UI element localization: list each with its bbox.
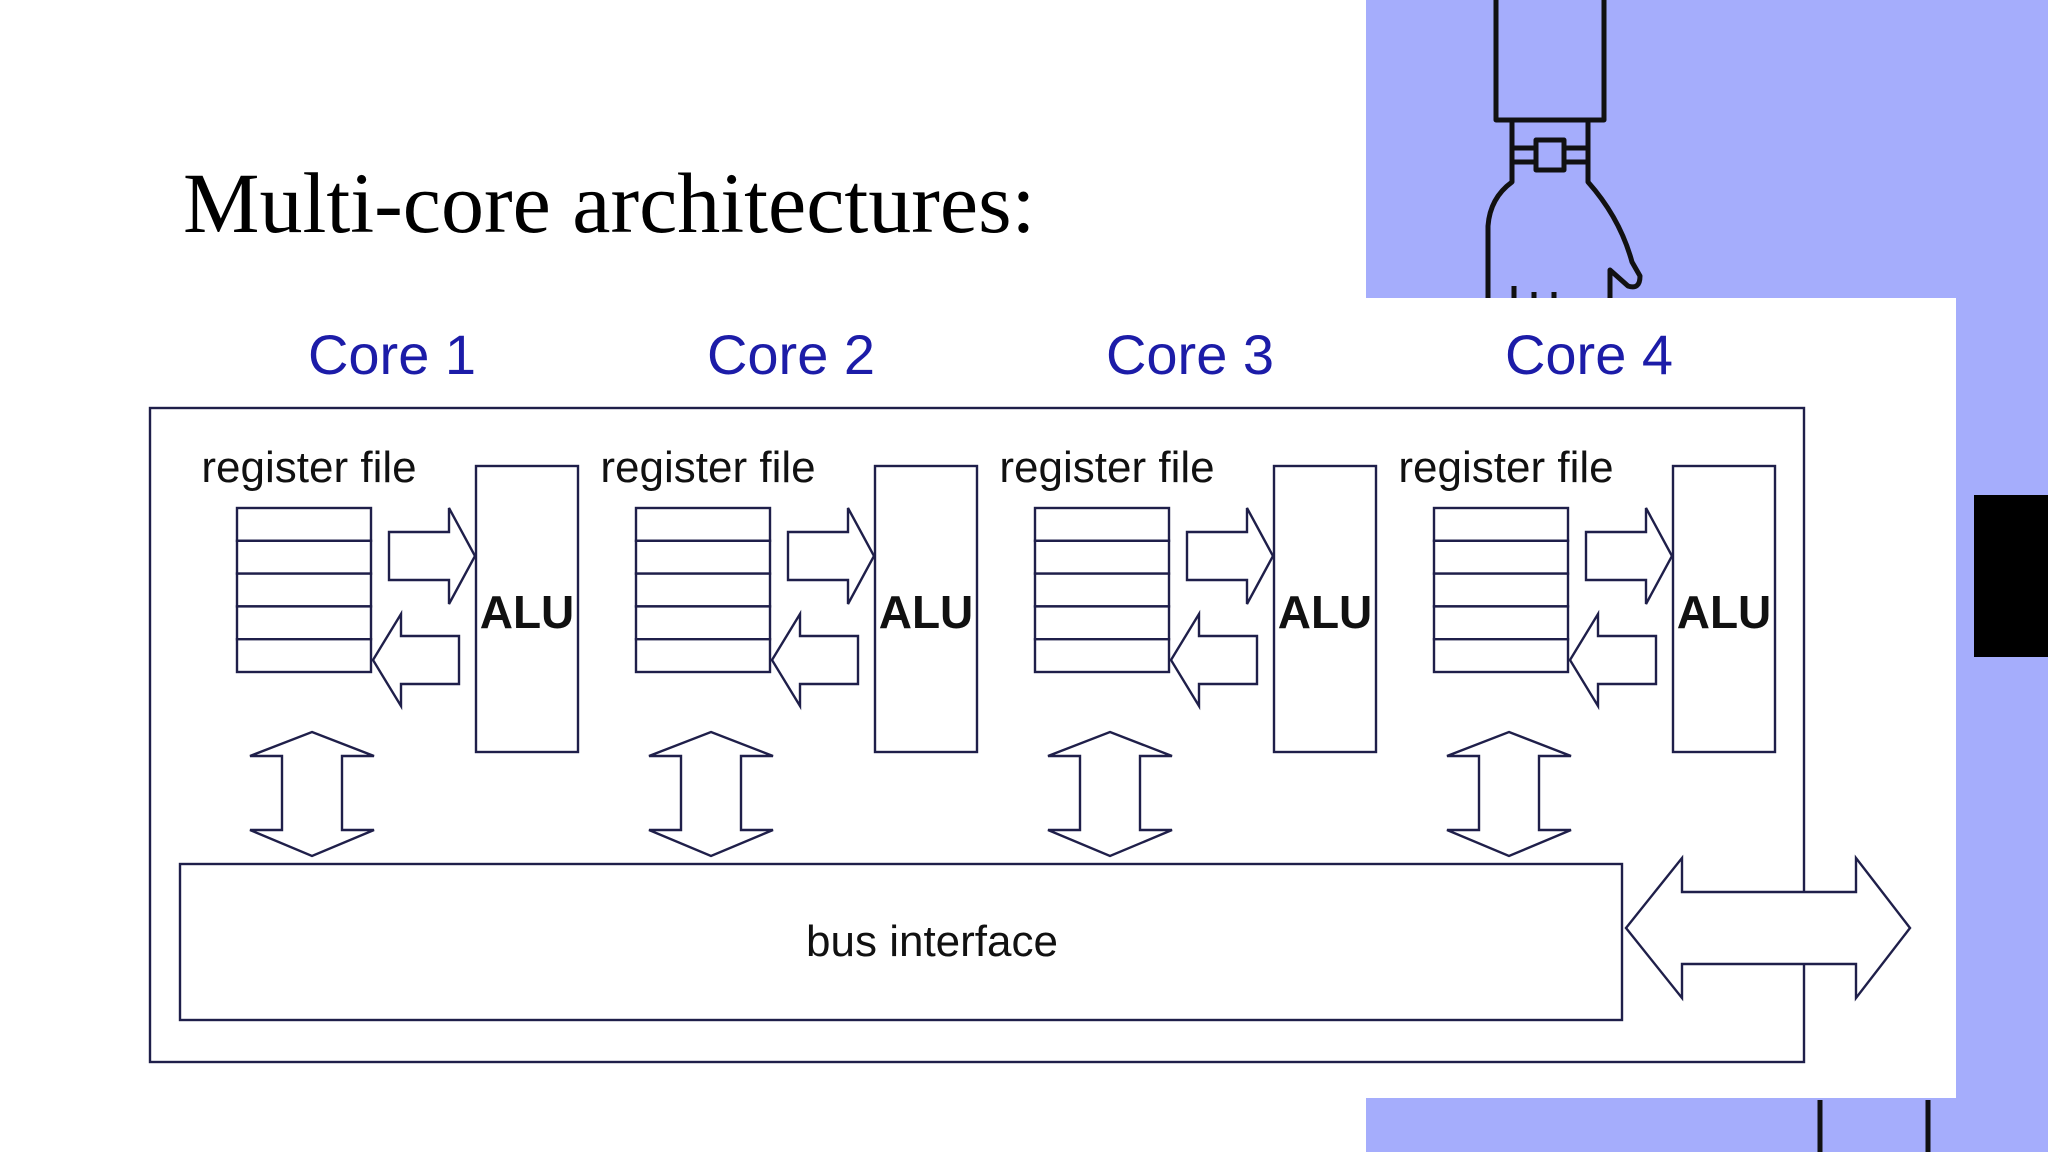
register-row	[1432, 605, 1570, 641]
register-file	[634, 506, 772, 674]
bus-interface-label: bus interface	[806, 917, 1058, 966]
core-label: Core 3	[1106, 323, 1274, 386]
register-bus-arrow	[648, 730, 774, 858]
register-file	[1432, 506, 1570, 674]
register-file-label: register file	[201, 443, 416, 492]
register-row	[1432, 638, 1570, 674]
register-row	[1033, 539, 1171, 575]
register-bus-arrow	[249, 730, 375, 858]
core-label: Core 1	[308, 323, 476, 386]
core-label: Core 2	[707, 323, 875, 386]
side-tab	[1974, 495, 2048, 657]
bus-interface-box	[178, 862, 1624, 1022]
arrow-to-register	[1169, 609, 1259, 711]
arrow-to-alu	[387, 507, 477, 605]
register-row	[1432, 572, 1570, 608]
register-row	[1033, 572, 1171, 608]
register-row	[1033, 506, 1171, 542]
alu-box	[873, 464, 979, 754]
register-row	[235, 638, 373, 674]
register-file-label: register file	[999, 443, 1214, 492]
register-row	[235, 572, 373, 608]
register-file-label: register file	[1398, 443, 1613, 492]
arrow-to-register	[770, 609, 860, 711]
register-file	[235, 506, 373, 674]
arrow-to-register	[1568, 609, 1658, 711]
register-row	[235, 605, 373, 641]
register-row	[634, 539, 772, 575]
alu-label: ALU	[879, 586, 974, 638]
register-file	[1033, 506, 1171, 674]
alu-label: ALU	[480, 586, 575, 638]
register-bus-arrow	[1047, 730, 1173, 858]
arrow-to-register	[371, 609, 461, 711]
register-row	[1432, 506, 1570, 542]
arrow-to-alu	[1185, 507, 1275, 605]
alu-label: ALU	[1278, 586, 1373, 638]
register-row	[1033, 605, 1171, 641]
register-row	[634, 638, 772, 674]
alu-label: ALU	[1677, 586, 1772, 638]
register-row	[1432, 539, 1570, 575]
register-file-label: register file	[600, 443, 815, 492]
core-label: Core 4	[1505, 323, 1673, 386]
register-bus-arrow	[1446, 730, 1572, 858]
slide-title: Multi-core architectures:	[183, 155, 1036, 251]
register-row	[634, 506, 772, 542]
alu-box	[474, 464, 580, 754]
hand-icon	[1485, 0, 1931, 1152]
register-row	[1033, 638, 1171, 674]
register-row	[235, 506, 373, 542]
register-row	[235, 539, 373, 575]
external-bus-arrow	[1624, 854, 1912, 1002]
alu-box	[1272, 464, 1378, 754]
arrow-to-alu	[786, 507, 876, 605]
register-row	[634, 572, 772, 608]
register-row	[634, 605, 772, 641]
alu-box	[1671, 464, 1777, 754]
arrow-to-alu	[1584, 507, 1674, 605]
